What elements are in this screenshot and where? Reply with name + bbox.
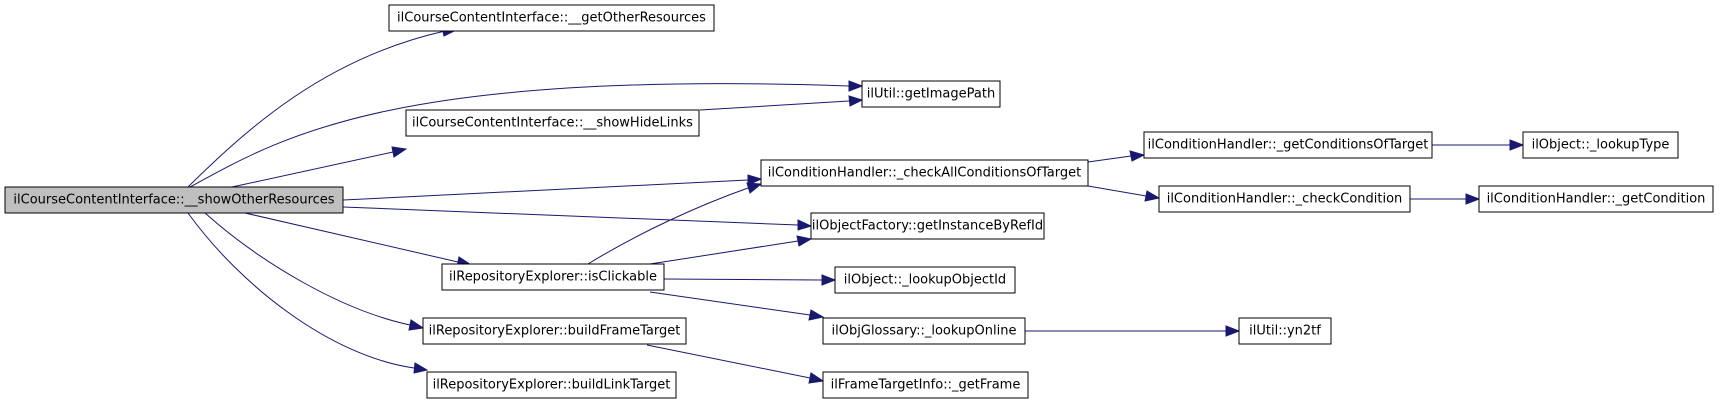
node-label: ilRepositoryExplorer::buildFrameTarget: [429, 324, 681, 339]
arrowhead-icon: [796, 235, 813, 247]
arrowhead-icon: [808, 372, 825, 384]
node-label: ilFrameTargetInfo::_getFrame: [831, 378, 1021, 393]
node-label: ilConditionHandler::_getConditionsOfTarg…: [1148, 138, 1429, 153]
node-label: ilCourseContentInterface::__getOtherReso…: [397, 11, 706, 26]
node-check-condition[interactable]: ilConditionHandler::_checkCondition: [1158, 185, 1411, 213]
arrowhead-icon: [391, 146, 408, 158]
edge-root-to-is-clickable: [244, 212, 459, 263]
node-label: ilObjGlossary::_lookupOnline: [832, 324, 1017, 339]
edge-is-clickable-to-lookup-online: [649, 291, 811, 316]
edge-is-clickable-to-lookup-object-id: [663, 278, 823, 281]
node-get-conditions-of-target[interactable]: ilConditionHandler::_getConditionsOfTarg…: [1143, 131, 1433, 159]
arrowhead-icon: [413, 362, 429, 374]
edge-build-frame-target-to-get-frame: [646, 344, 811, 379]
edge-root-to-get-instance-by-ref-id: [342, 206, 799, 226]
arrowhead-icon: [797, 219, 813, 231]
node-lookup-object-id[interactable]: ilObject::_lookupObjectId: [834, 266, 1016, 294]
node-get-instance-by-ref-id[interactable]: ilObjectFactory::getInstanceByRefId: [810, 212, 1045, 240]
arrowhead-icon: [808, 309, 825, 321]
arrowhead-icon: [848, 95, 864, 107]
node-label: ilObjectFactory::getInstanceByRefId: [812, 219, 1043, 234]
arrowhead-icon: [1144, 190, 1161, 202]
arrowhead-icon: [1129, 150, 1146, 162]
edge-is-clickable-to-check-all-conditions: [587, 187, 749, 265]
node-get-condition[interactable]: ilConditionHandler::_getCondition: [1478, 185, 1714, 213]
node-build-link-target[interactable]: ilRepositoryExplorer::buildLinkTarget: [426, 371, 677, 399]
arrowhead-icon: [1465, 193, 1481, 205]
node-build-frame-target[interactable]: ilRepositoryExplorer::buildFrameTarget: [422, 317, 687, 345]
arrowhead-icon: [1225, 325, 1241, 337]
nodes: ilCourseContentInterface::__showOtherRes…: [4, 4, 1714, 399]
node-label: ilConditionHandler::_checkCondition: [1167, 192, 1403, 207]
arrowhead-icon: [408, 319, 425, 331]
node-root[interactable]: ilCourseContentInterface::__showOtherRes…: [4, 186, 344, 214]
node-get-image-path[interactable]: ilUtil::getImagePath: [861, 80, 1001, 108]
arrowhead-icon: [746, 182, 763, 194]
node-yn2tf[interactable]: ilUtil::yn2tf: [1238, 317, 1332, 345]
node-label: ilObject::_lookupType: [1532, 138, 1670, 153]
node-check-all-conditions[interactable]: ilConditionHandler::_checkAllConditionsO…: [760, 159, 1089, 187]
arrowhead-icon: [821, 274, 837, 286]
node-label: ilCourseContentInterface::__showOtherRes…: [13, 193, 334, 208]
node-label: ilRepositoryExplorer::isClickable: [449, 270, 657, 285]
arrowhead-icon: [848, 80, 864, 92]
node-lookup-online[interactable]: ilObjGlossary::_lookupOnline: [822, 317, 1026, 345]
node-show-hide-links[interactable]: ilCourseContentInterface::__showHideLink…: [405, 109, 700, 137]
edge-root-to-build-frame-target: [204, 212, 411, 326]
node-label: ilCourseContentInterface::__showHideLink…: [412, 116, 693, 131]
node-label: ilObject::_lookupObjectId: [844, 273, 1006, 288]
node-is-clickable[interactable]: ilRepositoryExplorer::isClickable: [441, 263, 665, 291]
node-label: ilConditionHandler::_checkAllConditionsO…: [768, 166, 1082, 181]
node-label: ilUtil::getImagePath: [867, 87, 995, 102]
node-lookup-type[interactable]: ilObject::_lookupType: [1522, 131, 1679, 159]
node-get-other-resources[interactable]: ilCourseContentInterface::__getOtherReso…: [388, 4, 715, 32]
node-label: ilRepositoryExplorer::buildLinkTarget: [433, 378, 671, 393]
edge-check-all-conditions-to-check-condition: [1087, 185, 1147, 197]
edge-show-hide-links-to-get-image-path: [699, 100, 850, 111]
edges: [187, 26, 1525, 384]
edge-root-to-build-link-target: [187, 212, 415, 369]
edge-is-clickable-to-get-instance-by-ref-id: [649, 240, 799, 265]
arrowhead-icon: [1509, 139, 1525, 151]
edge-check-all-conditions-to-get-conditions-of-target: [1087, 155, 1132, 163]
edge-root-to-get-other-resources: [187, 30, 446, 188]
node-get-frame[interactable]: ilFrameTargetInfo::_getFrame: [822, 371, 1029, 399]
node-label: ilConditionHandler::_getCondition: [1487, 192, 1706, 207]
edge-root-to-get-image-path: [189, 83, 850, 188]
arrowhead-icon: [747, 174, 763, 186]
edge-root-to-show-hide-links: [231, 151, 394, 188]
node-label: ilUtil::yn2tf: [1249, 324, 1321, 339]
edge-root-to-check-all-conditions: [342, 179, 749, 201]
